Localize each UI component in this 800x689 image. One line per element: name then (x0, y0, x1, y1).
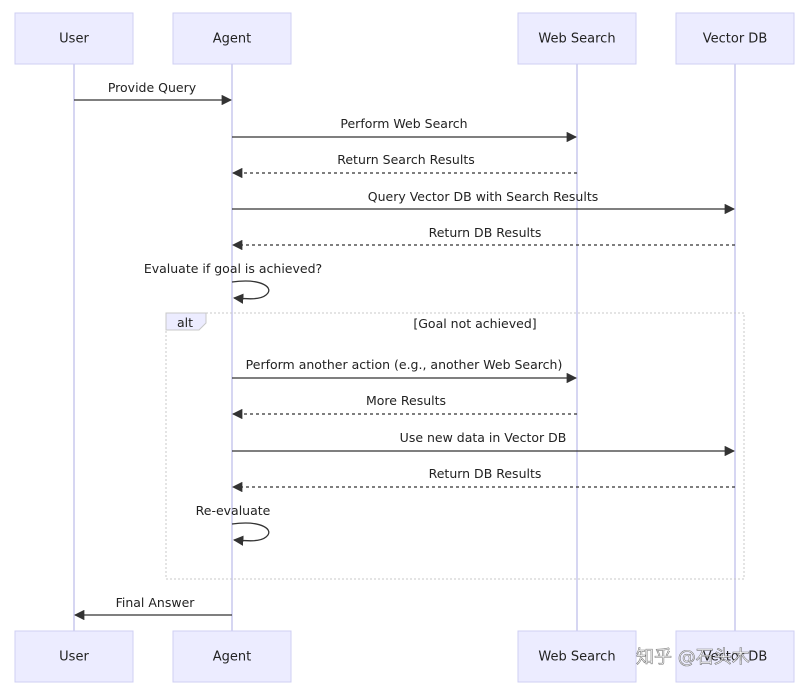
alt-frame-border (165, 312, 745, 580)
actor-box (14, 630, 134, 683)
actor-box (675, 630, 795, 683)
actor-label: Vector DB (703, 32, 768, 47)
actor-label: User (59, 32, 89, 47)
message-label: Query Vector DB with Search Results (368, 189, 599, 204)
actor-box (517, 12, 637, 65)
actors-top: User Agent Web Search Vector DB (14, 12, 795, 65)
actor-label: Vector DB (703, 650, 768, 665)
message-evaluate-goal: Evaluate if goal is achieved? (144, 261, 322, 304)
message-label: Re-evaluate (196, 503, 271, 518)
actor-label: Agent (213, 650, 251, 665)
actor-user-bottom: User (14, 630, 134, 683)
actor-box (517, 630, 637, 683)
message-more-results: More Results (231, 393, 577, 420)
message-final-answer: Final Answer (73, 595, 232, 621)
actor-box (675, 12, 795, 65)
message-return-search-results: Return Search Results (231, 152, 577, 179)
alt-frame-tab (165, 312, 207, 331)
message-label: Perform another action (e.g., another We… (246, 357, 563, 372)
message-label: Evaluate if goal is achieved? (144, 261, 322, 276)
actors-bottom: User Agent Web Search Vector DB (14, 630, 795, 683)
actor-agent-top: Agent (172, 12, 292, 65)
message-return-db-results-2: Return DB Results (231, 466, 735, 493)
actor-label: Agent (213, 32, 251, 47)
message-return-db-results: Return DB Results (231, 225, 735, 251)
message-use-new-data: Use new data in Vector DB (232, 430, 736, 457)
alt-frame: alt [Goal not achieved] (165, 312, 745, 580)
lifelines (73, 64, 736, 632)
message-self-loop (231, 522, 270, 546)
alt-frame-condition: [Goal not achieved] (413, 316, 536, 331)
messages: Provide Query Perform Web Search Return … (73, 80, 736, 621)
actor-label: Web Search (538, 650, 615, 665)
message-label: More Results (366, 393, 446, 408)
message-label: Provide Query (108, 80, 197, 95)
actor-label: User (59, 650, 89, 665)
message-query-vector-db: Query Vector DB with Search Results (232, 189, 736, 215)
message-label: Return Search Results (337, 152, 475, 167)
actor-agent-bottom: Agent (172, 630, 292, 683)
actor-vectordb-bottom: Vector DB (675, 630, 795, 683)
message-perform-another-action: Perform another action (e.g., another We… (232, 357, 578, 384)
actor-label: Web Search (538, 32, 615, 47)
message-self-loop (231, 280, 270, 304)
message-label: Perform Web Search (340, 116, 467, 131)
actor-websearch-top: Web Search (517, 12, 637, 65)
watermark: 知乎 @石头木 (636, 647, 750, 668)
actor-vectordb-top: Vector DB (675, 12, 795, 65)
actor-box (172, 12, 292, 65)
alt-frame-label: alt (177, 315, 193, 330)
actor-box (14, 12, 134, 65)
message-provide-query: Provide Query (74, 80, 233, 106)
message-label: Return DB Results (429, 466, 542, 481)
actor-websearch-bottom: Web Search (517, 630, 637, 683)
message-label: Return DB Results (429, 225, 542, 240)
actor-box (172, 630, 292, 683)
message-label: Use new data in Vector DB (400, 430, 567, 445)
message-perform-web-search: Perform Web Search (232, 116, 578, 143)
message-re-evaluate: Re-evaluate (196, 503, 271, 546)
message-label: Final Answer (116, 595, 196, 610)
actor-user-top: User (14, 12, 134, 65)
